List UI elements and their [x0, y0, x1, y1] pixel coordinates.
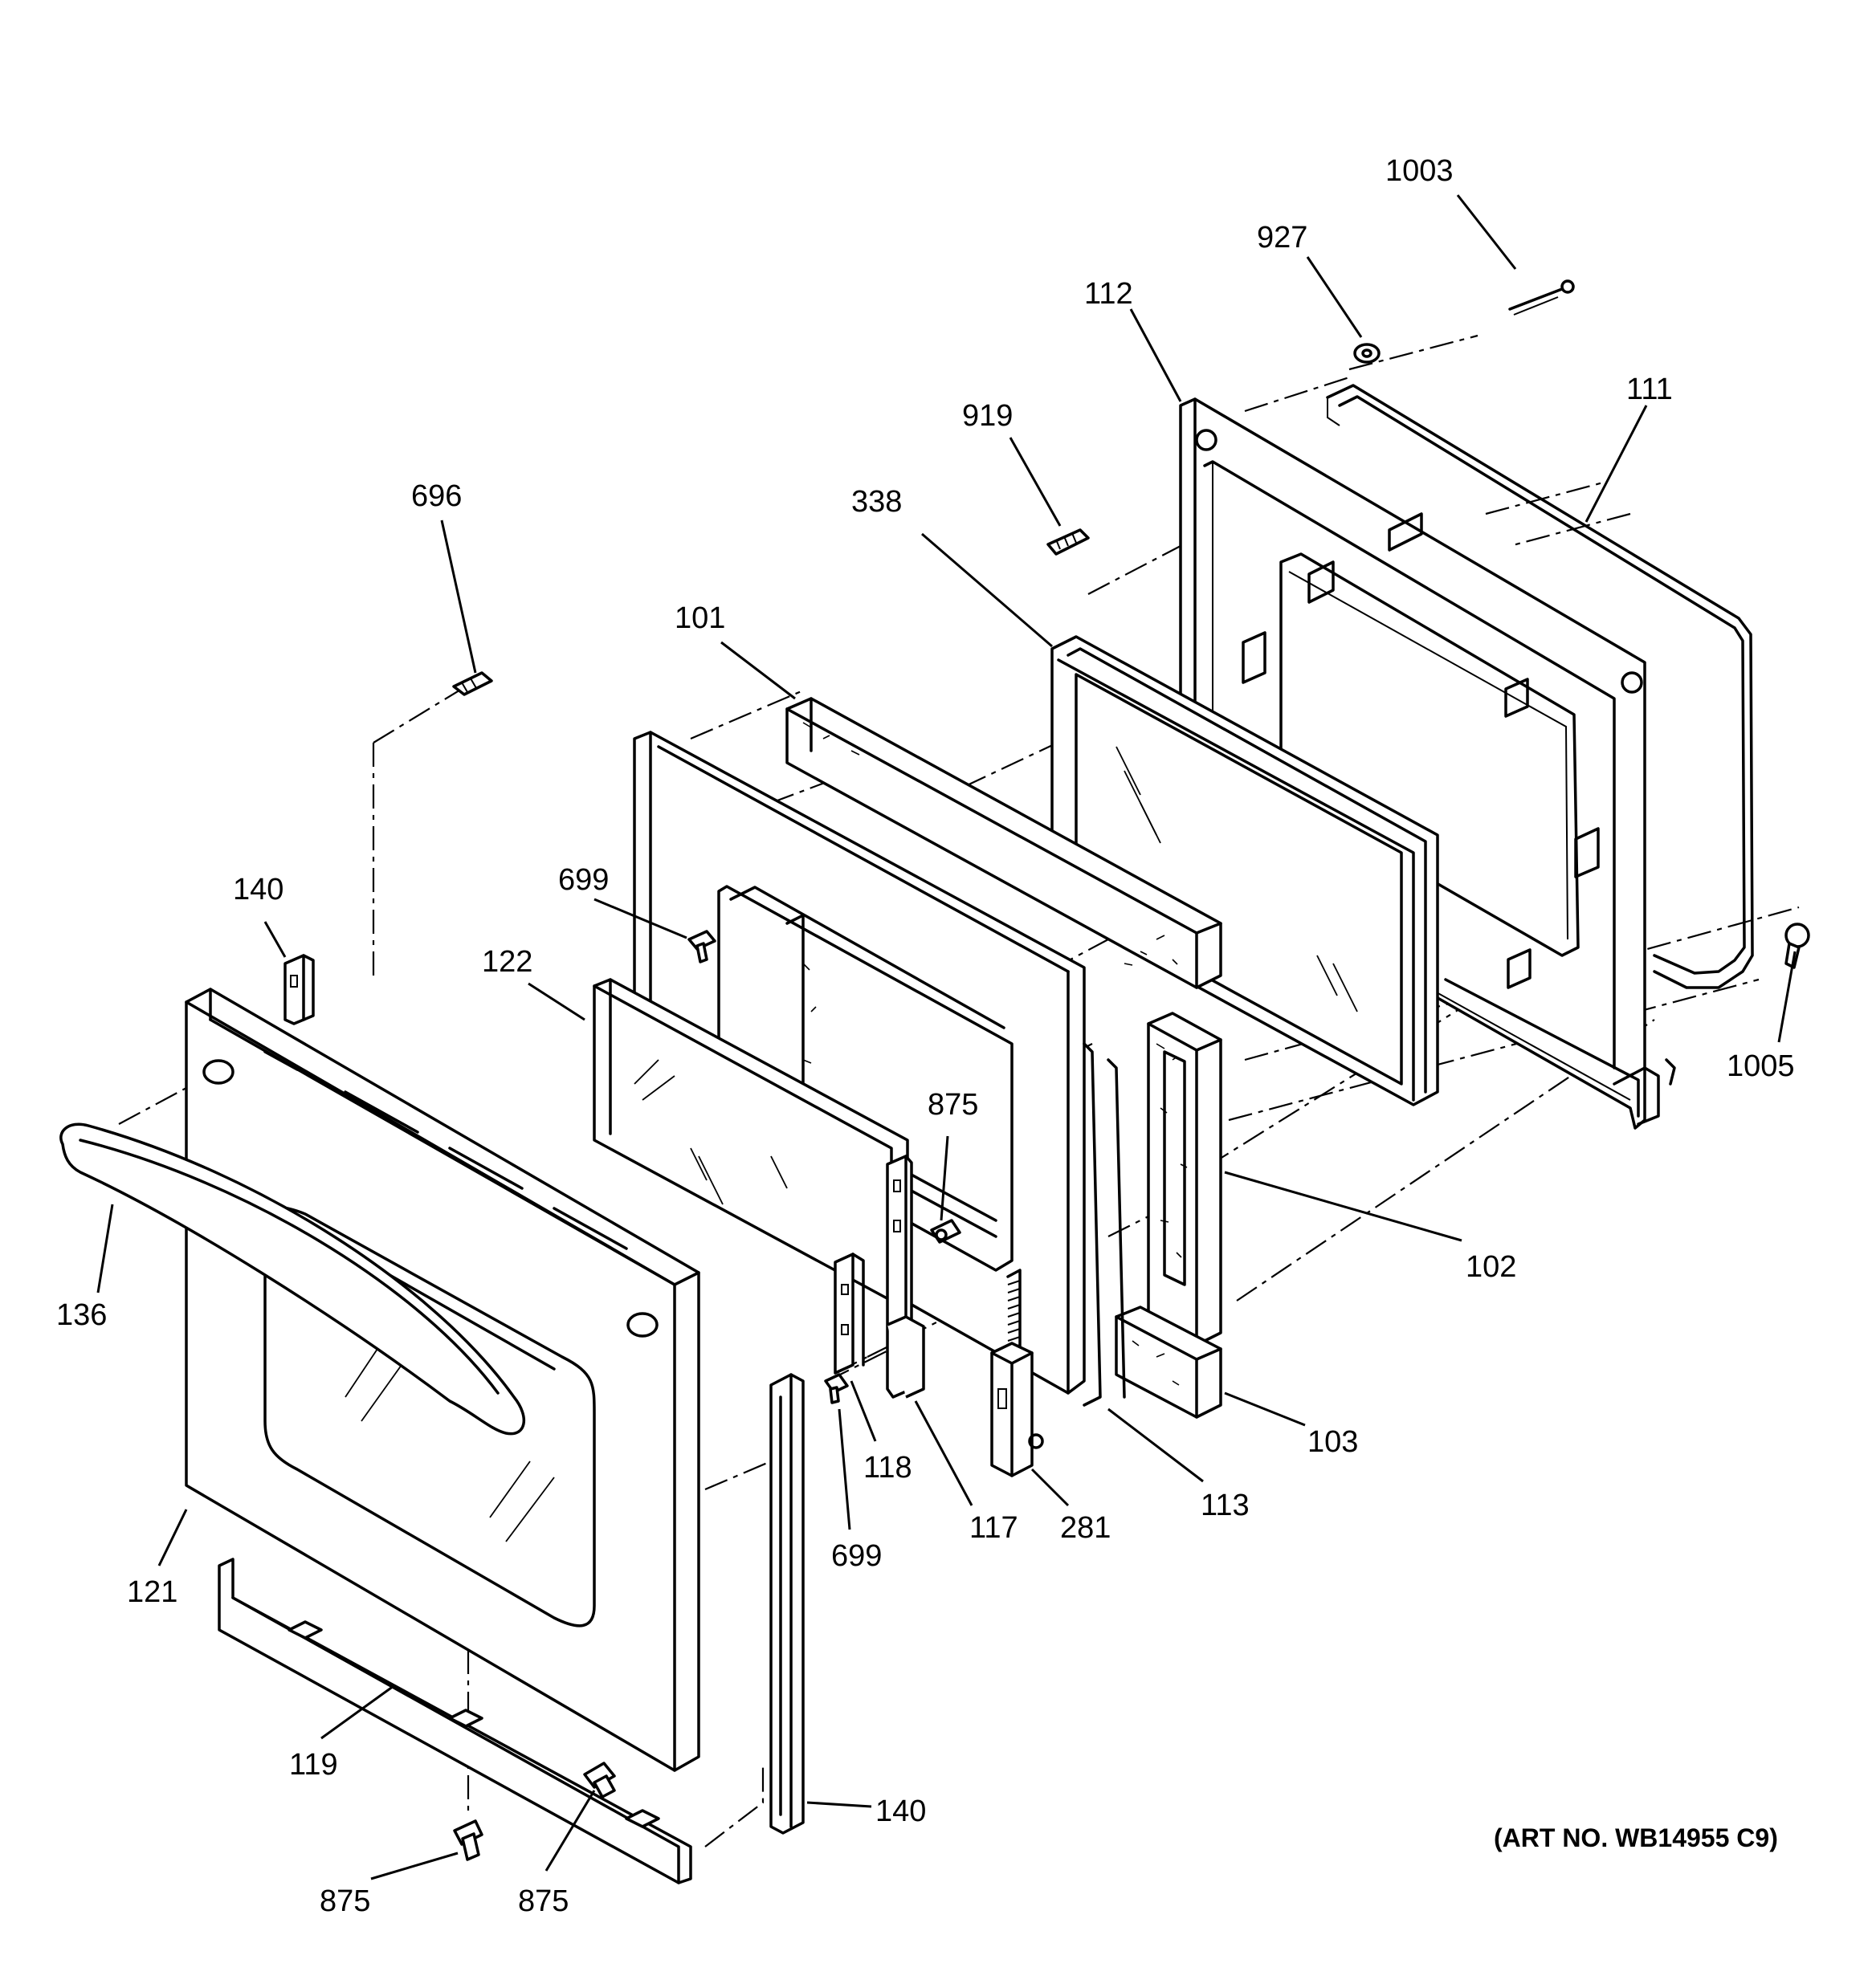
part-102-insulation-side: [1147, 1012, 1222, 1346]
part-875-screw-middle: [930, 1219, 961, 1244]
part-140-side-trim-lower: [769, 1373, 805, 1835]
leader-lines: [96, 194, 1797, 1880]
label-103: 103: [1307, 1425, 1358, 1459]
label-919: 919: [962, 399, 1013, 433]
part-101-insulation-top: [785, 697, 1222, 989]
label-122: 122: [482, 945, 532, 979]
part-919-pin: [1046, 528, 1090, 556]
label-102: 102: [1466, 1250, 1516, 1284]
label-136: 136: [56, 1298, 107, 1332]
label-119: 119: [289, 1748, 338, 1782]
label-1005: 1005: [1727, 1049, 1795, 1083]
part-119-bottom-trim: [218, 1558, 692, 1884]
part-875-screw-bottom-right: [583, 1762, 616, 1799]
part-281-hinge: [990, 1269, 1044, 1477]
part-111-gasket: [1326, 384, 1754, 989]
part-118-bracket: [834, 1253, 865, 1375]
part-699-screw-lower: [824, 1373, 849, 1404]
label-1003: 1003: [1385, 154, 1454, 188]
part-103-insulation-bottom: [1115, 1306, 1222, 1419]
label-875-bottom-right: 875: [518, 1884, 569, 1918]
label-699-upper: 699: [558, 863, 609, 897]
label-121: 121: [127, 1575, 177, 1609]
part-1003-screw: [1508, 279, 1575, 316]
door-vent-slots: [263, 1050, 628, 1250]
part-117-hinge-channel: [886, 1155, 925, 1399]
part-875-screw-bottom-left: [453, 1819, 483, 1861]
label-117: 117: [969, 1511, 1018, 1545]
label-281: 281: [1060, 1511, 1111, 1545]
part-927-washer: [1353, 343, 1381, 364]
part-136-handle: [59, 1122, 526, 1436]
label-875-middle: 875: [928, 1088, 978, 1122]
part-1005-screw: [1784, 923, 1810, 969]
part-699-screw-upper: [687, 930, 716, 963]
label-338: 338: [851, 485, 902, 519]
label-699-lower: 699: [831, 1539, 882, 1573]
label-113: 113: [1201, 1489, 1250, 1522]
label-111: 111: [1626, 373, 1673, 406]
label-112: 112: [1084, 277, 1133, 311]
label-140-upper: 140: [233, 873, 283, 906]
label-927: 927: [1257, 221, 1307, 255]
label-875-bottom-left: 875: [320, 1884, 370, 1918]
part-labels: 1003 927 112 111 919 338 696 101 699 140…: [56, 154, 1795, 1918]
label-140-lower: 140: [875, 1794, 926, 1828]
label-118: 118: [863, 1451, 912, 1485]
part-696-screw: [452, 671, 493, 696]
label-101: 101: [675, 601, 725, 635]
part-140-side-trim-upper: [283, 954, 315, 1025]
label-696: 696: [411, 479, 462, 513]
art-number: (ART NO. WB14955 C9): [1494, 1823, 1778, 1852]
